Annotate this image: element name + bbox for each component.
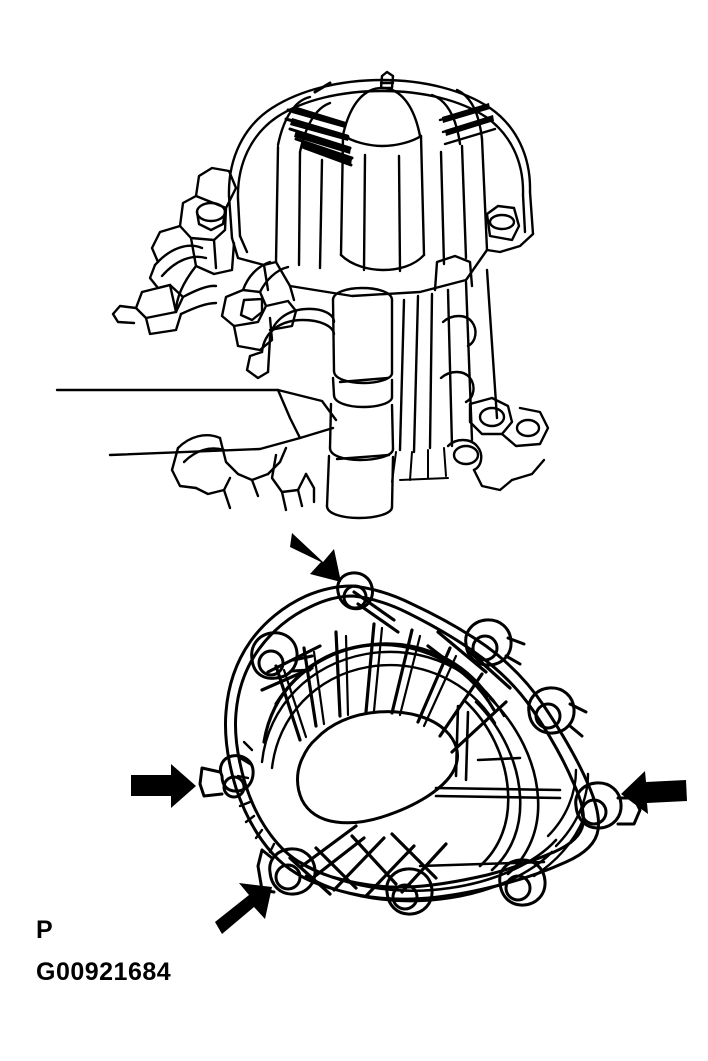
boss-right-upper [527, 686, 588, 738]
arrow-bottom-bolt-boss [215, 883, 272, 934]
housing-outline [224, 584, 600, 901]
filler-tube [325, 286, 395, 520]
arrow-right-bolt-boss [621, 771, 687, 814]
transaxle-housing-face-view [198, 571, 642, 916]
engine-transaxle-assembly-view [55, 70, 550, 520]
hose-elbow [245, 307, 336, 380]
lower-right-boss-cluster [446, 396, 550, 492]
boss-top [336, 571, 374, 611]
boss-bottom-right [498, 858, 547, 907]
boss-bottom-mid [385, 867, 434, 916]
arrow-top-bolt-boss [290, 533, 341, 582]
connector-plug [239, 297, 264, 322]
sensor-connector-left [111, 283, 218, 336]
lower-left-linkage [170, 434, 288, 510]
case-bottom-detail [391, 447, 449, 483]
pry-bar-tool [55, 388, 338, 457]
radial-rib-webbing-secondary [282, 626, 458, 739]
boss-upper-left [250, 631, 314, 680]
vent-fin-shade-right [442, 103, 494, 136]
right-case-bosses [433, 204, 521, 404]
accessory-bracket-arms [148, 244, 208, 314]
left-bolt-head [195, 201, 227, 232]
lower-right-contours [532, 768, 590, 878]
boss-left-mid [198, 754, 255, 799]
right-internal-ribs [434, 696, 562, 876]
center-bore-opening [296, 710, 460, 825]
left-flange-scallops [236, 740, 276, 854]
transaxle-case-body [230, 232, 535, 302]
callout-arrow-group [131, 533, 687, 934]
top-peak-tab [379, 70, 395, 90]
housing-outline-inner [234, 594, 585, 889]
lower-center-linkage [270, 453, 316, 512]
bolt-boss-group [198, 571, 642, 916]
arrow-left-bolt-boss [131, 764, 196, 808]
boss-upper-right [464, 618, 526, 667]
vent-fin-shade [290, 106, 352, 165]
